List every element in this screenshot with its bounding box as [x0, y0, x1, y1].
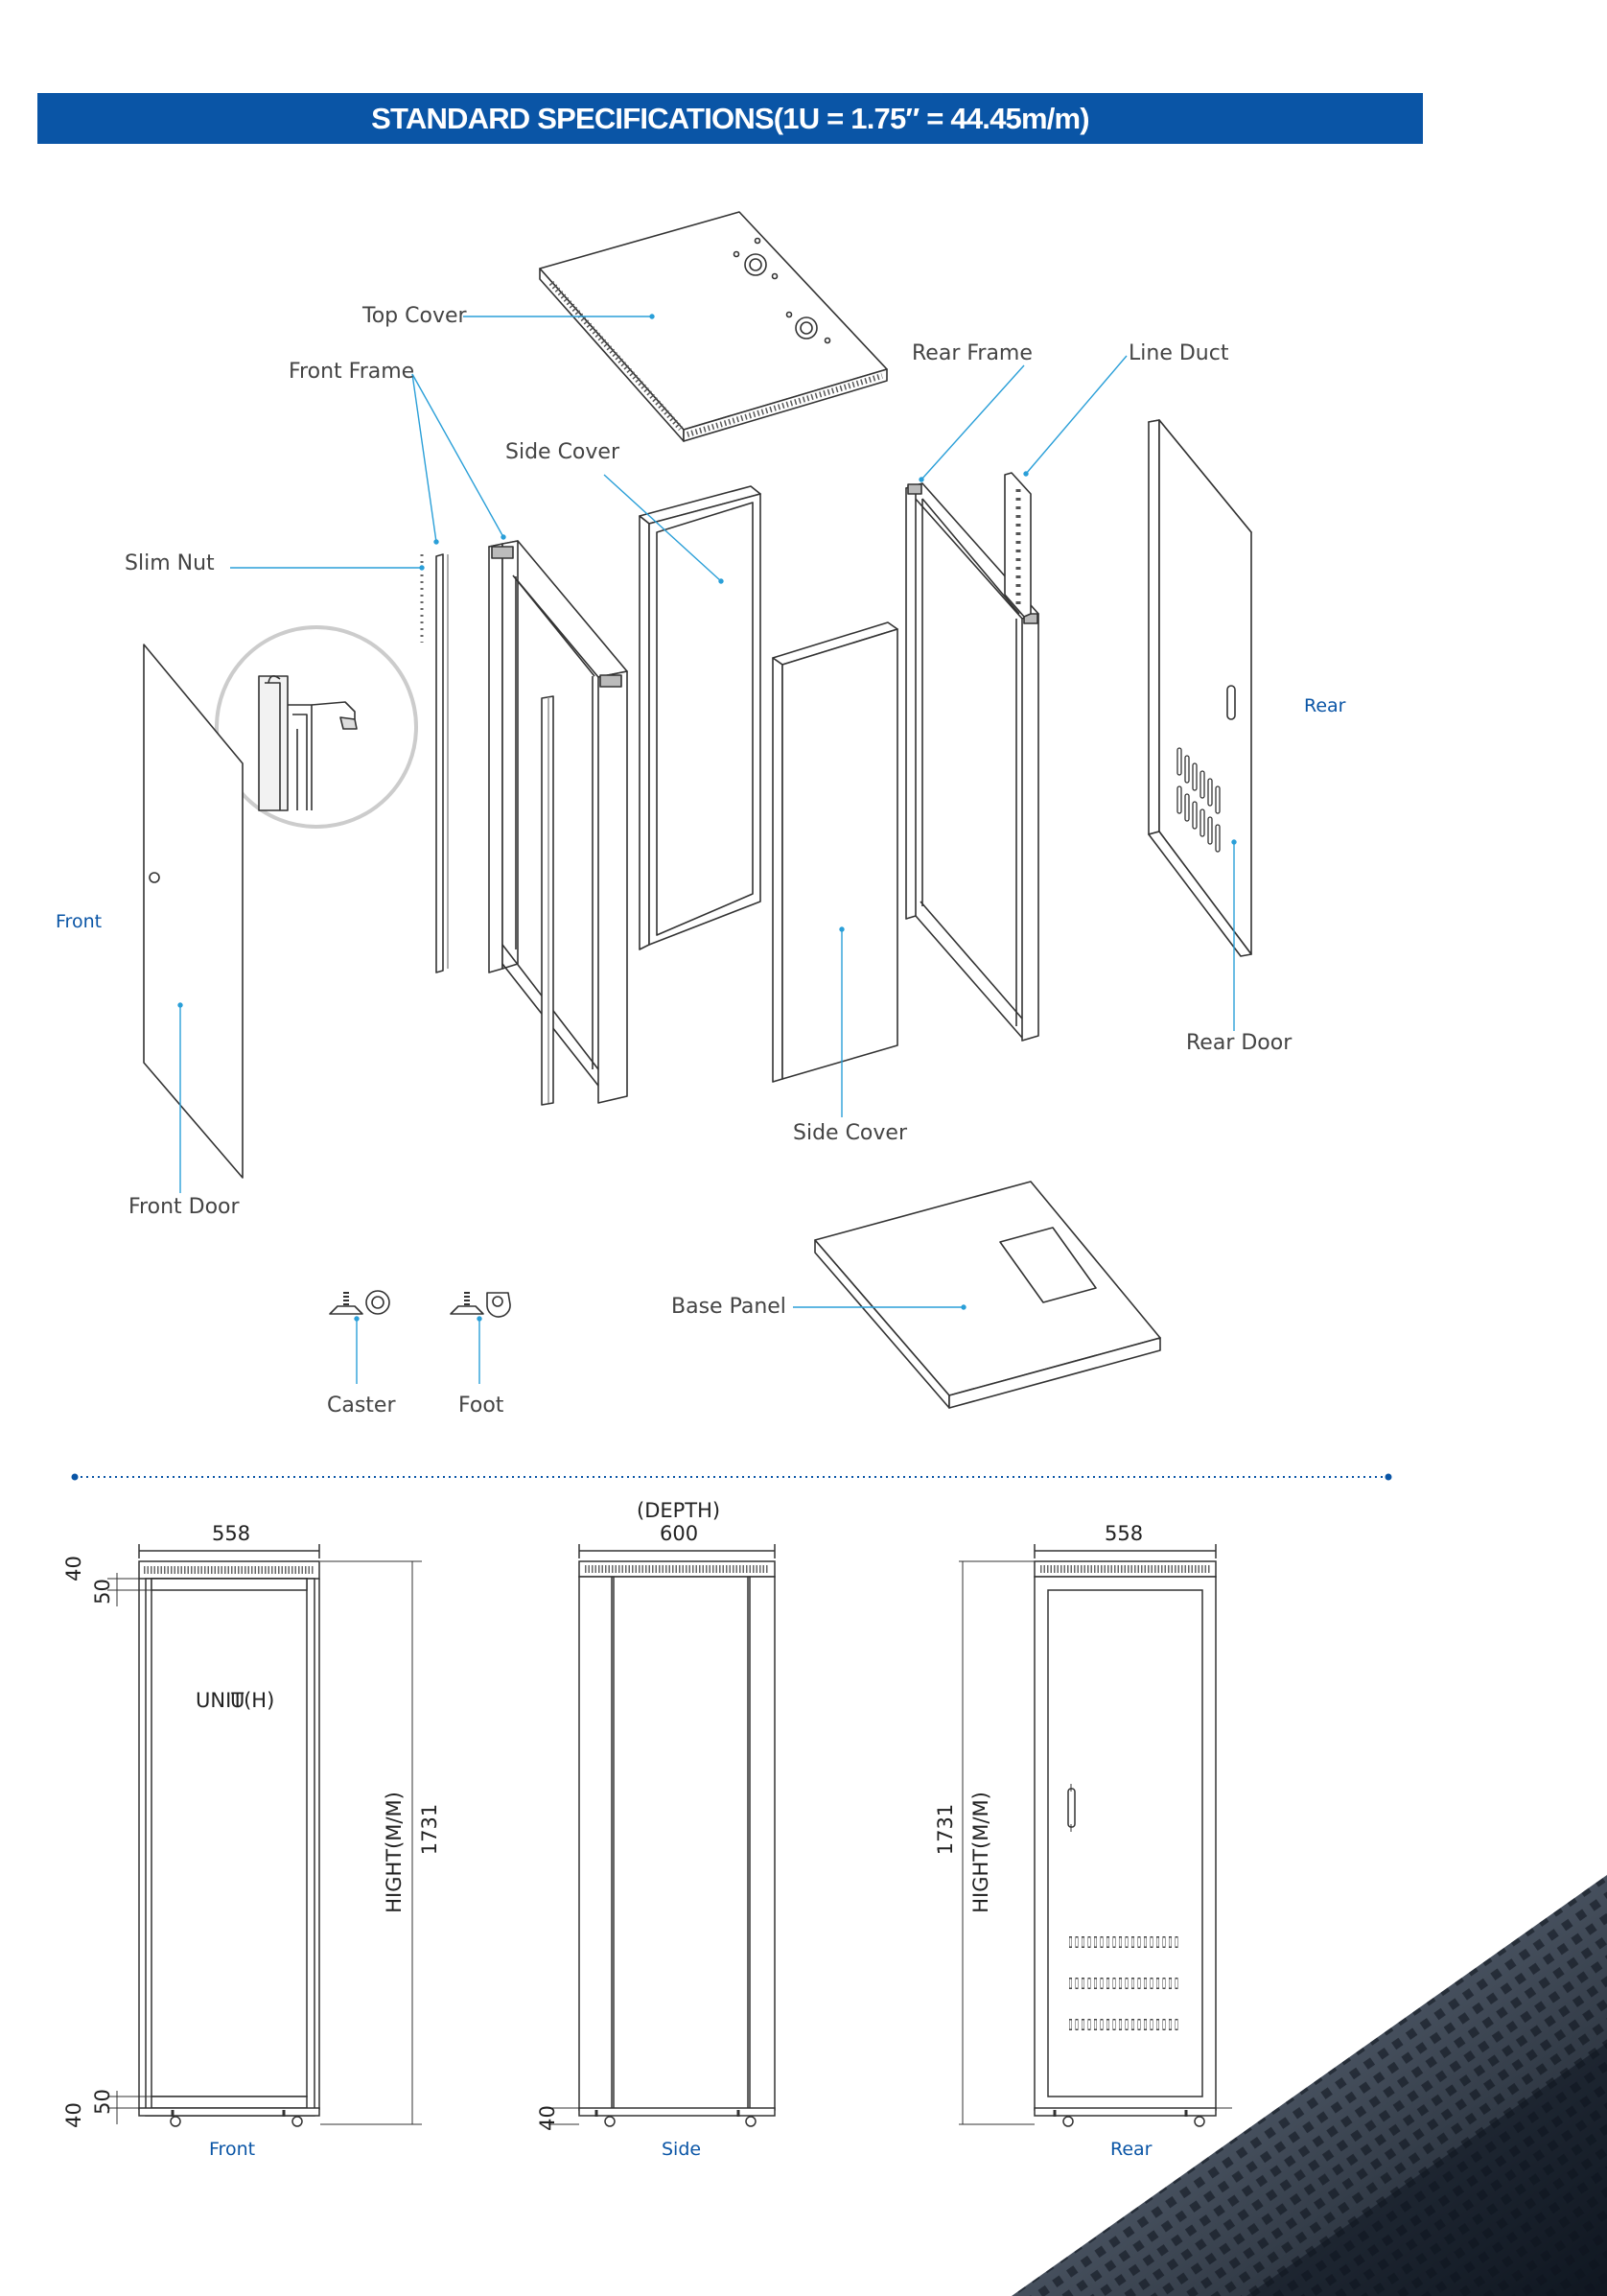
label-side-cover-lower: Side Cover [793, 1121, 907, 1145]
side-view-drawing [548, 1544, 776, 2127]
label-rear-door: Rear Door [1186, 1031, 1293, 1055]
dim-depth: 600 [660, 1522, 699, 1545]
dim-front-width: 558 [212, 1522, 251, 1545]
dim-height-label: HIGHT(M/M) [382, 1792, 406, 1913]
foot-icon [450, 1292, 511, 1318]
front-view-drawing [107, 1544, 422, 2127]
base-panel-part [814, 1181, 1161, 1409]
label-side-cover-upper: Side Cover [505, 440, 619, 464]
rear-view-drawing [959, 1544, 1232, 2127]
label-slim-nut: Slim Nut [125, 551, 215, 575]
dim-unit-value: U [230, 1689, 245, 1712]
dim-bottom-50: 50 [90, 2089, 114, 2115]
dim-side-40: 40 [535, 2105, 559, 2131]
view-label-side: Side [662, 2139, 702, 2160]
label-rear-side: Rear [1304, 695, 1346, 716]
decorative-building-image [1012, 1875, 1607, 2296]
page-title: STANDARD SPECIFICATIONS(1U = 1.75″ = 44.… [371, 101, 1089, 135]
view-label-front: Front [209, 2139, 256, 2160]
dim-rear-width: 558 [1105, 1522, 1144, 1545]
label-line-duct: Line Duct [1129, 341, 1229, 365]
dim-rear-height-label: HIGHT(M/M) [968, 1792, 992, 1913]
top-cover-part [539, 211, 888, 442]
label-caster: Caster [327, 1394, 396, 1417]
label-rear-frame: Rear Frame [912, 341, 1033, 365]
caster-icon [329, 1290, 390, 1315]
label-front-door: Front Door [128, 1195, 240, 1219]
front-frame-part [435, 540, 628, 1106]
dim-top-50: 50 [90, 1579, 114, 1605]
side-cover-upper-part [639, 485, 761, 950]
dim-unit-label: UNIT(H) [196, 1689, 275, 1712]
label-foot: Foot [458, 1394, 504, 1417]
slim-nut-part [215, 554, 424, 829]
side-cover-lower-part [772, 621, 898, 1083]
front-door-part [143, 644, 244, 1179]
rear-door-part [1148, 419, 1252, 957]
dim-height: 1731 [418, 1803, 442, 1856]
section-divider [71, 1473, 1392, 1481]
label-front-side: Front [56, 911, 103, 932]
dim-depth-label: (DEPTH) [637, 1499, 721, 1522]
label-front-frame: Front Frame [289, 360, 415, 384]
rear-frame-part [905, 482, 1039, 1042]
dim-top-40: 40 [61, 1556, 85, 1581]
view-label-rear: Rear [1110, 2139, 1153, 2160]
line-duct-part [1004, 472, 1032, 618]
header-banner: STANDARD SPECIFICATIONS(1U = 1.75″ = 44.… [37, 93, 1423, 144]
label-base-panel: Base Panel [671, 1295, 786, 1319]
label-top-cover: Top Cover [362, 304, 467, 328]
dim-bottom-40: 40 [61, 2102, 85, 2128]
dim-rear-height: 1731 [934, 1803, 958, 1856]
